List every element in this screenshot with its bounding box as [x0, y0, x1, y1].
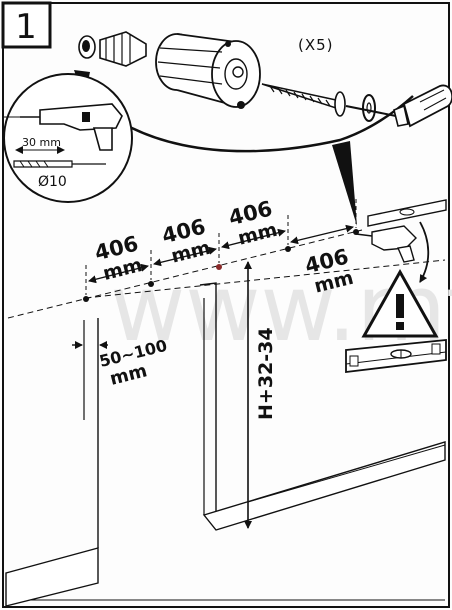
drill-bit-icon: [13, 160, 106, 168]
drill-inset: 30 mm Ø10: [3, 73, 133, 203]
step-number-box: 1: [1, 1, 52, 49]
quantity-label: (X5): [298, 36, 334, 54]
height-dimension: H+32-34: [244, 261, 277, 529]
hole-marker: [148, 281, 154, 287]
wall-hole-icon: [78, 35, 96, 59]
wall-plug-icon: [99, 31, 147, 67]
spirit-level-icon: [345, 339, 447, 374]
drill-icon: [4, 103, 123, 151]
hole-marker: [83, 296, 89, 302]
hole-marker: [216, 264, 222, 270]
screwdriver-icon: [345, 84, 452, 128]
washer-icon: [362, 94, 376, 122]
drill-line: [7, 229, 446, 319]
step-number: 1: [15, 7, 37, 47]
wall-drill-icon: [355, 225, 417, 263]
height-label: H+32-34: [255, 327, 277, 420]
drill-depth-label: 30 mm: [22, 136, 61, 149]
door-panel: [199, 282, 446, 531]
spacer-bracket-icon: [155, 33, 261, 109]
screw-icon: [261, 83, 346, 117]
warning-arrow: [419, 221, 430, 283]
hole-markers: [83, 229, 359, 302]
wall-level-icon: [367, 199, 447, 227]
spacing-dimensions: [85, 199, 357, 295]
wall-outline: [5, 318, 445, 607]
hole-marker: [285, 246, 291, 252]
drill-diameter-label: Ø10: [38, 174, 67, 190]
warning-icon: [361, 268, 439, 338]
